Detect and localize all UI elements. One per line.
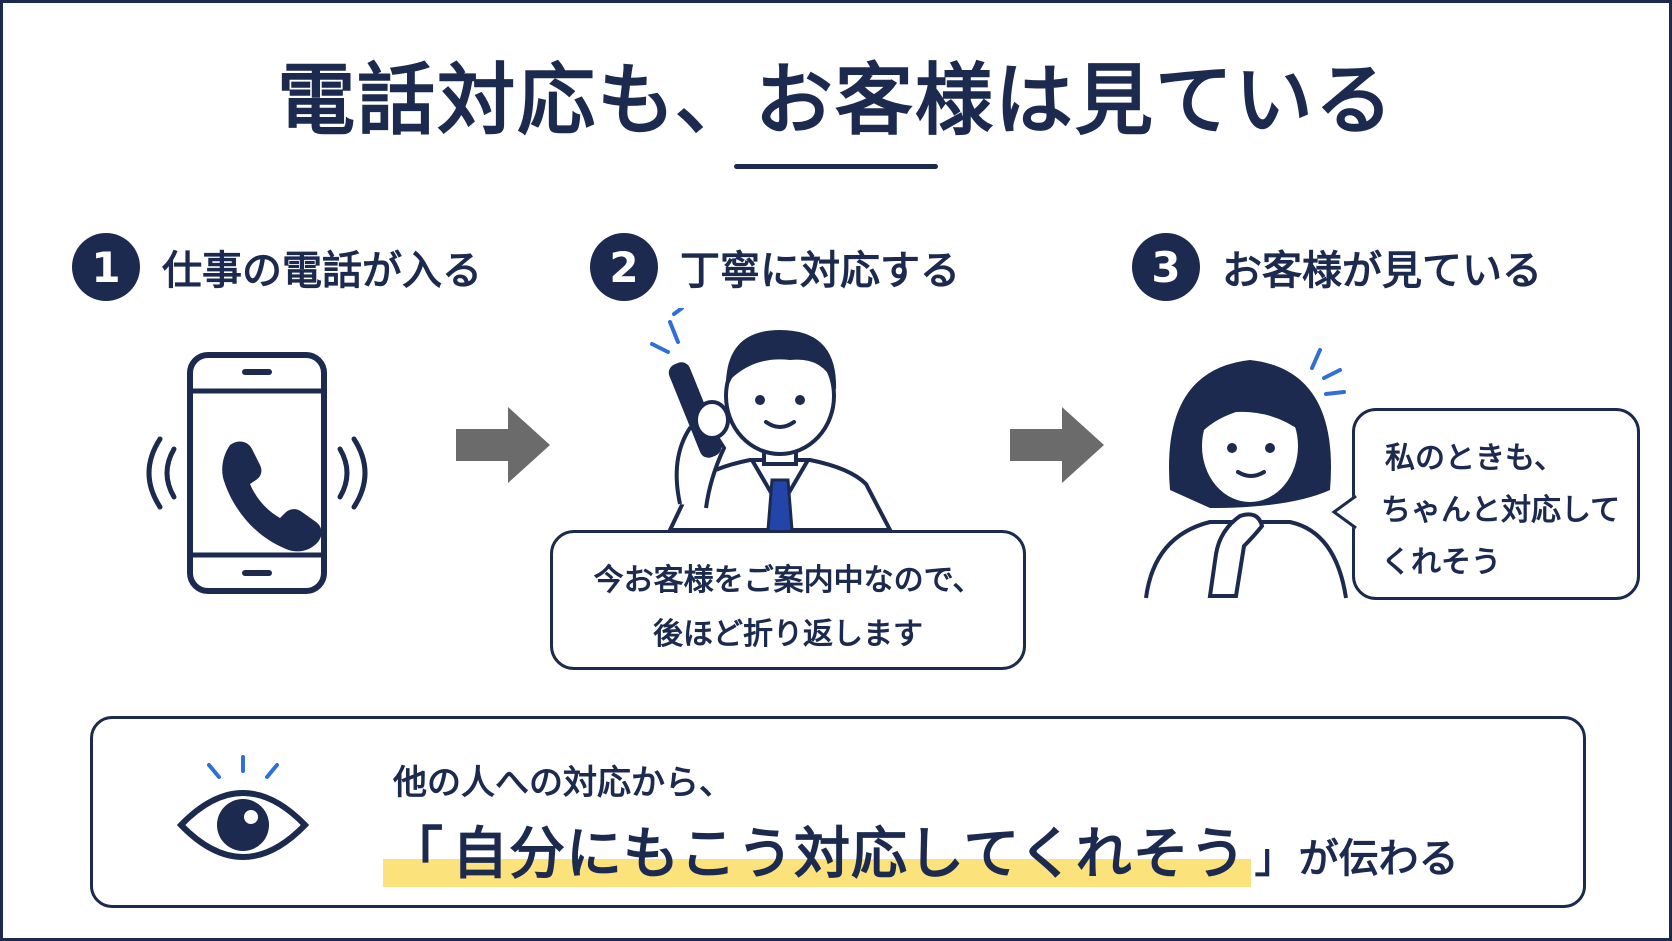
summary-line-2: 「 自分にもこう対応してくれそう 」 が伝わる bbox=[383, 809, 1459, 890]
step-1-number: 1 bbox=[72, 233, 140, 301]
step-2: 2 丁寧に対応する bbox=[590, 232, 960, 302]
step-3: 3 お客様が見ている bbox=[1132, 232, 1542, 302]
summary-box: 他の人への対応から、 「 自分にもこう対応してくれそう 」 が伝わる bbox=[90, 716, 1586, 908]
step-3-label: お客様が見ている bbox=[1222, 248, 1542, 294]
step-2-label: 丁寧に対応する bbox=[680, 248, 960, 294]
eye-icon bbox=[177, 755, 309, 860]
arrow-right-icon bbox=[1010, 407, 1104, 483]
customer-speech-bubble: 私のときも、 ちゃんと対応して くれそう bbox=[1352, 408, 1640, 600]
summary-highlight-text: 自分にもこう対応してくれそう bbox=[448, 809, 1251, 890]
customer-bubble-line-1: 私のときも、 bbox=[1385, 441, 1565, 476]
summary-open-bracket: 「 bbox=[383, 809, 448, 890]
arrow-right-icon bbox=[456, 407, 550, 483]
summary-line-1: 他の人への対応から、 bbox=[393, 763, 733, 803]
summary-close-bracket: 」 bbox=[1254, 836, 1295, 882]
customer-bubble-line-2: ちゃんと対応して bbox=[1381, 493, 1621, 528]
page-title: 電話対応も、お客様は見ている bbox=[277, 56, 1395, 146]
staff-speech-bubble: 今お客様をご案内中なので、 後ほど折り返します bbox=[550, 530, 1026, 670]
staff-bubble-line-2: 後ほど折り返します bbox=[653, 617, 923, 652]
customer-bubble-tail bbox=[1331, 494, 1357, 530]
step-2-number: 2 bbox=[590, 233, 658, 301]
step-1: 1 仕事の電話が入る bbox=[72, 232, 482, 302]
title-underline bbox=[734, 164, 938, 169]
step-1-label: 仕事の電話が入る bbox=[162, 248, 482, 294]
smartphone-icon bbox=[146, 352, 368, 594]
step-3-number: 3 bbox=[1132, 233, 1200, 301]
customer-illustration bbox=[1144, 348, 1348, 599]
staff-illustration bbox=[650, 308, 894, 538]
customer-bubble-line-3: くれそう bbox=[1381, 545, 1501, 580]
staff-bubble-line-1: 今お客様をご案内中なので、 bbox=[593, 563, 983, 598]
summary-suffix: が伝わる bbox=[1298, 836, 1459, 882]
phone-handset-icon bbox=[222, 441, 322, 552]
